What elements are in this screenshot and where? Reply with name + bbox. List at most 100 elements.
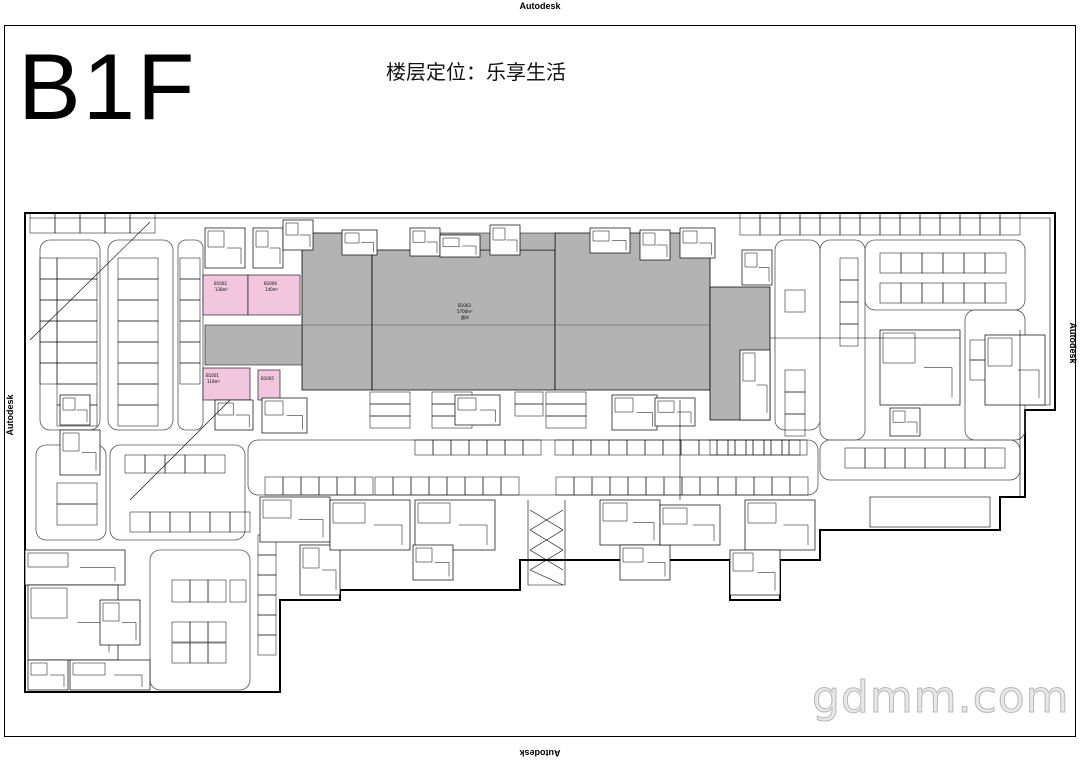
parking-stall xyxy=(899,212,921,236)
parking-stall xyxy=(171,579,191,603)
parking-stall xyxy=(336,476,356,496)
parking-stall xyxy=(663,476,683,496)
parking-stall xyxy=(56,341,98,364)
parking-stall xyxy=(627,476,647,496)
parking-stall xyxy=(942,282,965,304)
parking-stall xyxy=(626,439,646,456)
parking-stall xyxy=(204,454,226,474)
site-watermark: gdmm.com xyxy=(812,672,1070,724)
core-detail xyxy=(27,552,116,582)
parking-stall xyxy=(734,439,754,456)
parking-stall xyxy=(555,476,575,496)
parking-stall xyxy=(39,362,58,385)
parking-stall xyxy=(609,476,629,496)
floor-positioning-title: 楼层定位：乐享生活 xyxy=(386,60,566,84)
parking-stall xyxy=(56,278,98,301)
parking-stall xyxy=(56,257,98,280)
parking-stall xyxy=(229,579,247,603)
parking-stall xyxy=(662,439,682,456)
parking-stall xyxy=(739,212,761,236)
parking-stall xyxy=(117,383,159,406)
parking-stall xyxy=(545,415,587,429)
parking-stall xyxy=(39,299,58,322)
parking-stall xyxy=(410,476,430,496)
parking-stall xyxy=(56,320,98,343)
parking-stall xyxy=(680,439,700,456)
core-detail xyxy=(344,232,374,253)
parking-stall xyxy=(753,476,773,496)
parking-stall xyxy=(184,454,206,474)
building-outline xyxy=(24,212,1056,693)
parking-stall xyxy=(781,439,801,456)
parking-stall xyxy=(716,439,736,456)
parking-stall xyxy=(545,403,587,417)
unit-id-B1001: B1001 xyxy=(206,373,219,378)
parking-stall xyxy=(839,257,859,281)
parking-stall xyxy=(545,391,587,405)
parking-stall xyxy=(257,614,277,636)
driveways xyxy=(35,239,1026,691)
core-detail xyxy=(442,237,477,255)
parking-stall xyxy=(207,642,227,664)
parking-stall xyxy=(117,320,159,343)
parking-stall xyxy=(56,362,98,385)
core-detail xyxy=(682,230,712,255)
parking-stall xyxy=(864,447,886,469)
parking-stall xyxy=(735,476,755,496)
parking-stall xyxy=(819,212,841,236)
parking-stall xyxy=(784,391,806,415)
service-core-block xyxy=(439,234,481,258)
parking-stall xyxy=(879,282,902,304)
parking-stall xyxy=(117,257,159,280)
core-detail xyxy=(302,547,337,590)
parking-stall xyxy=(209,511,231,533)
parking-stall xyxy=(464,476,484,496)
parking-stall xyxy=(179,362,201,385)
parking-stall xyxy=(56,299,98,322)
core-detail xyxy=(412,230,438,254)
parking-stall xyxy=(56,503,98,526)
unit-area-B1006: 140m² xyxy=(265,287,279,292)
parking-stall xyxy=(257,574,277,596)
unit-note-B1003: 超市 xyxy=(461,314,469,320)
unit-labels: B1003 5700m² 超市 B1002 138m² B1006 140m² … xyxy=(206,281,473,384)
core-detail xyxy=(492,227,518,252)
core-detail xyxy=(882,332,953,398)
unit-id-B1003: B1003 xyxy=(458,303,471,308)
parking-stall xyxy=(450,439,470,456)
parking-stall xyxy=(117,362,159,385)
parking-stall xyxy=(784,413,806,437)
unit-area-B1001: 118m² xyxy=(207,379,221,384)
parking-stall xyxy=(164,454,186,474)
core-detail xyxy=(742,352,768,413)
parking-stall xyxy=(979,212,1001,236)
parking-stall xyxy=(784,289,806,313)
parking-stall xyxy=(318,476,338,496)
parking-stall xyxy=(117,299,159,322)
core-detail xyxy=(62,432,97,471)
parking-stall xyxy=(839,301,859,325)
parking-stall xyxy=(482,476,502,496)
parking-stall xyxy=(573,476,593,496)
unit-id-B1002: B1002 xyxy=(214,281,227,286)
parking-stall xyxy=(788,439,808,456)
parking-stall xyxy=(468,439,488,456)
parking-stall xyxy=(900,282,923,304)
parking-stall xyxy=(117,404,159,427)
parking-stall xyxy=(39,278,58,301)
unit-area-B1002: 138m² xyxy=(215,287,229,292)
parking-stall xyxy=(984,252,1007,274)
core-detail xyxy=(592,230,627,251)
parking-stall xyxy=(500,476,520,496)
parking-stall xyxy=(784,369,806,393)
service-cores xyxy=(24,219,1046,691)
parking-stall xyxy=(799,212,821,236)
parking-stall xyxy=(964,447,986,469)
parking-stall xyxy=(859,212,881,236)
parking-stall xyxy=(179,341,201,364)
parking-stall xyxy=(572,439,592,456)
parking-stall xyxy=(752,439,772,456)
parking-stall xyxy=(189,621,209,643)
parking-stall xyxy=(432,439,452,456)
parking-stall xyxy=(428,476,448,496)
